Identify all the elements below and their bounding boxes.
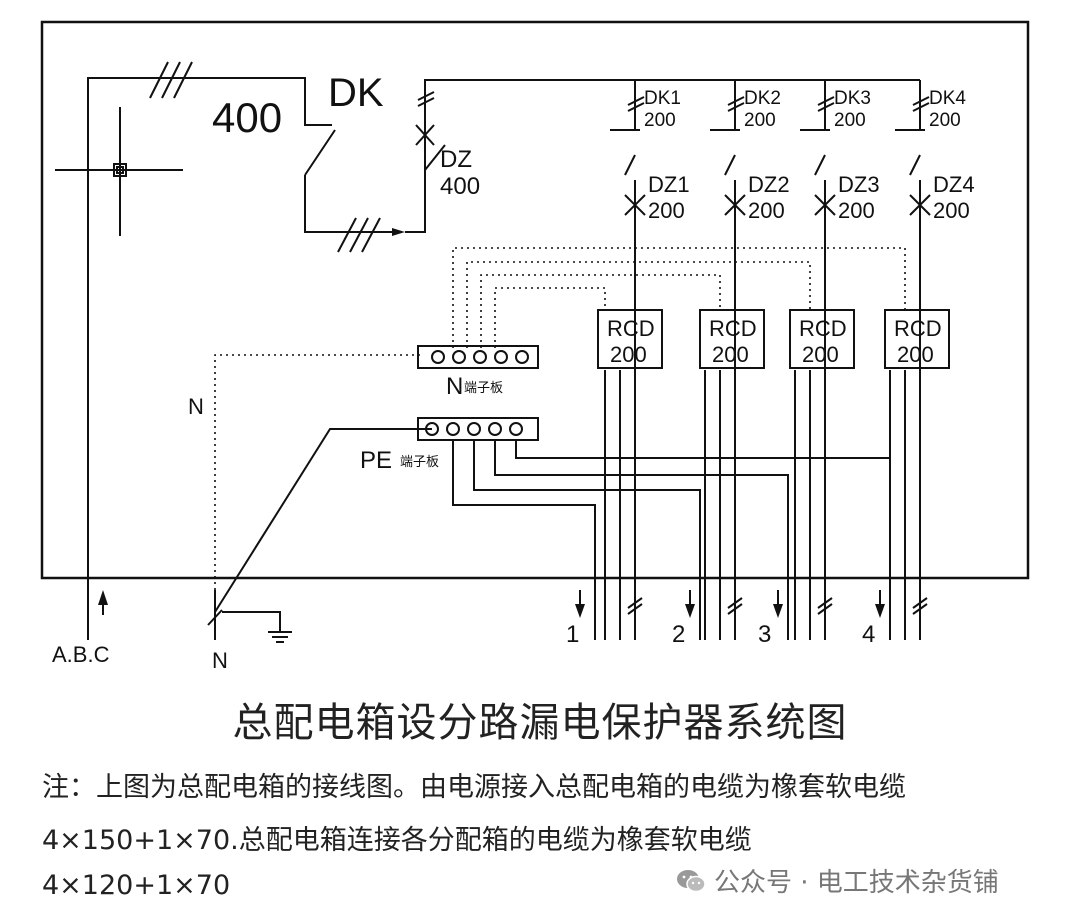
output-label: 2 <box>672 621 685 648</box>
rcd-label: RCD <box>894 316 942 341</box>
rcd-label: RCD <box>607 316 655 341</box>
n-terminal-board <box>417 345 539 369</box>
main-breaker-label: DZ <box>440 146 472 173</box>
output-label: 1 <box>566 621 579 648</box>
rcd-label: RCD <box>709 316 757 341</box>
branch-switch-label: DK4 <box>929 88 966 109</box>
rcd-rating: 200 <box>802 342 839 367</box>
pe-wiring <box>214 428 891 640</box>
branch-breaker-rating: 200 <box>748 198 785 223</box>
triple-slash-mark <box>337 217 381 253</box>
diagram-title: 总配电箱设分路漏电保护器系统图 <box>232 700 848 746</box>
main-switch-label: DK <box>328 71 384 115</box>
n-line-label: N <box>188 394 204 419</box>
breaker-mark <box>415 91 435 146</box>
output-label: 3 <box>758 621 771 648</box>
branch-switch-rating: 200 <box>644 110 676 131</box>
supply-arrow <box>98 590 108 605</box>
rcd-rating: 200 <box>712 342 749 367</box>
branch-switch-label: DK2 <box>744 88 781 109</box>
branch-switch-label: DK3 <box>834 88 871 109</box>
main-breaker-rating: 400 <box>440 173 480 200</box>
branch-breaker-label: DZ2 <box>748 172 790 197</box>
branch-switch-rating: 200 <box>744 110 776 131</box>
branch-switch-label: DK1 <box>644 88 681 109</box>
branch-switch-rating: 200 <box>929 110 961 131</box>
main-breaker-dz <box>424 79 920 170</box>
pe-terminal-label: PE <box>360 447 392 474</box>
n-terminal-suffix: 端子板 <box>464 380 503 395</box>
ground-icon <box>207 590 292 643</box>
rcd-box <box>789 309 855 369</box>
pe-terminal-suffix: 端子板 <box>400 454 439 469</box>
supply-bus <box>87 77 318 640</box>
branch-breaker-label: DZ3 <box>838 172 880 197</box>
neutral-dotted-wiring <box>214 247 906 590</box>
wechat-icon <box>677 869 706 892</box>
branch-breaker-rating: 200 <box>933 198 970 223</box>
enclosure <box>40 20 1030 580</box>
watermark-text: 公众号 · 电工技术杂货铺 <box>714 868 999 898</box>
rcd-box <box>597 309 663 369</box>
branch-breaker-rating: 200 <box>648 198 685 223</box>
note-line: 4×120+1×70 <box>42 870 231 901</box>
rcd-label: RCD <box>799 316 847 341</box>
triple-slash-mark <box>149 61 193 99</box>
rcd-rating: 200 <box>610 342 647 367</box>
watermark: 公众号 · 电工技术杂货铺 <box>676 862 999 899</box>
neutral-label: N <box>212 648 228 673</box>
wiring-diagram: 400 DK DZ 400 DK1 200 DK2 200 DK3 200 DK… <box>40 20 1030 673</box>
branch-breaker-label: DZ1 <box>648 172 690 197</box>
branch-switch-rating: 200 <box>834 110 866 131</box>
output-label: 4 <box>862 621 875 648</box>
main-switch-dk <box>304 124 395 233</box>
branch-breaker-rating: 200 <box>838 198 875 223</box>
rcd-rating: 200 <box>897 342 934 367</box>
pe-terminal-board <box>417 417 539 441</box>
branch-breaker-label: DZ4 <box>933 172 975 197</box>
crosshair-icon <box>55 107 183 236</box>
note-line: 4×150+1×70.总配电箱连接各分配箱的电缆为橡套软电缆 <box>42 825 752 856</box>
n-terminal-label: N <box>446 373 463 400</box>
note-line: 注：上图为总配电箱的接线图。由电源接入总配电箱的电缆为橡套软电缆 <box>42 772 906 803</box>
rcd-box <box>699 309 765 369</box>
main-switch-rating: 400 <box>212 94 282 141</box>
rcd-box <box>884 309 950 369</box>
supply-label: A.B.C <box>52 642 110 667</box>
